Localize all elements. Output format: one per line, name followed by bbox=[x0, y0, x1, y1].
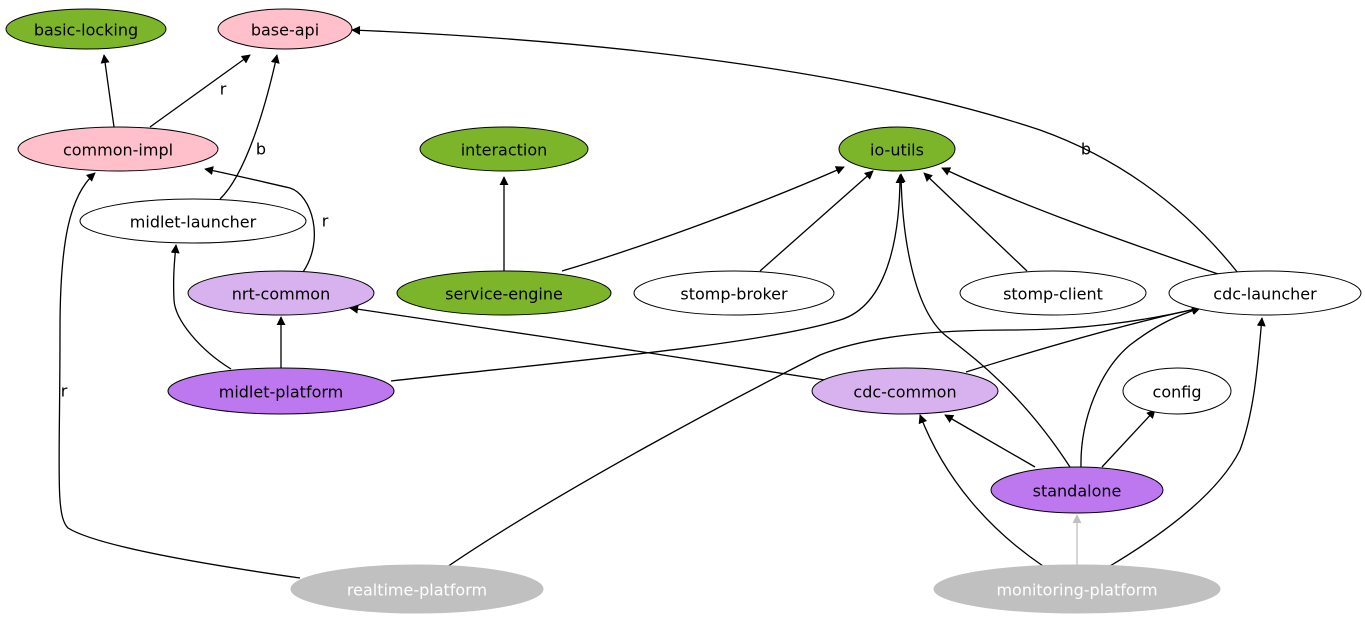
edge-cdc-launcher-to-io-utils bbox=[941, 167, 1219, 275]
edge-standalone-to-config bbox=[1101, 409, 1156, 468]
node-stomp-broker: stomp-broker bbox=[633, 270, 835, 316]
edge-service-engine-to-io-utils bbox=[561, 166, 845, 272]
node-shape bbox=[1168, 270, 1362, 316]
node-shape bbox=[811, 367, 999, 415]
edge-midlet-launcher-to-base-api bbox=[219, 54, 280, 200]
node-label: monitoring-platform bbox=[996, 581, 1157, 600]
node-stomp-client: stomp-client bbox=[959, 270, 1147, 316]
edge-stomp-client-to-io-utils bbox=[923, 172, 1028, 272]
nodes-layer: basic-locking base-api common-impl interact… bbox=[5, 8, 1362, 614]
node-shape bbox=[1122, 367, 1232, 415]
node-shape bbox=[838, 126, 956, 172]
node-label: stomp-broker bbox=[680, 285, 788, 304]
node-label: io-utils bbox=[870, 141, 924, 160]
node-basic-locking: basic-locking bbox=[5, 8, 167, 50]
edge-label: r bbox=[61, 382, 68, 401]
edge-standalone-to-io-utils bbox=[896, 173, 1071, 468]
node-shape bbox=[17, 126, 219, 172]
node-io-utils: io-utils bbox=[838, 126, 956, 172]
node-label: cdc-common bbox=[853, 383, 956, 402]
edge-stomp-broker-to-io-utils bbox=[759, 170, 874, 272]
node-shape bbox=[959, 270, 1147, 316]
edge-monitoring-platform-to-cdc-common bbox=[918, 414, 1044, 567]
edge-cdc-common-to-nrt-common bbox=[349, 304, 826, 381]
edge-standalone-to-cdc-launcher bbox=[1080, 306, 1201, 468]
node-shape bbox=[633, 270, 835, 316]
node-shape bbox=[990, 466, 1164, 514]
edge-cdc-launcher-to-base-api bbox=[351, 25, 1239, 274]
node-shape bbox=[396, 270, 612, 316]
node-midlet-launcher: midlet-launcher bbox=[79, 198, 307, 244]
node-interaction: interaction bbox=[419, 126, 589, 172]
node-monitoring-platform: monitoring-platform bbox=[933, 564, 1221, 614]
node-cdc-launcher: cdc-launcher bbox=[1168, 270, 1362, 316]
edge-monitoring-platform-to-cdc-launcher bbox=[1109, 317, 1266, 567]
node-shape bbox=[290, 564, 544, 614]
node-label: interaction bbox=[461, 141, 548, 160]
node-common-impl: common-impl bbox=[17, 126, 219, 172]
edge-common-impl-to-base-api bbox=[149, 54, 251, 128]
node-label: basic-locking bbox=[34, 21, 138, 40]
edge-realtime-platform-to-cdc-launcher bbox=[446, 305, 1201, 568]
node-cdc-common: cdc-common bbox=[811, 367, 999, 415]
node-label: base-api bbox=[251, 21, 319, 40]
node-label: nrt-common bbox=[232, 285, 330, 304]
node-shape bbox=[5, 8, 167, 50]
node-label: service-engine bbox=[445, 285, 563, 304]
edge-label: b bbox=[1081, 140, 1091, 159]
node-label: midlet-launcher bbox=[130, 213, 257, 232]
edge-cdc-common-to-cdc-launcher bbox=[965, 305, 1201, 373]
node-label: config bbox=[1153, 383, 1202, 402]
edge-label: b bbox=[256, 140, 266, 159]
node-label: stomp-client bbox=[1003, 285, 1103, 304]
edge-standalone-to-cdc-common bbox=[944, 414, 1036, 468]
node-shape bbox=[167, 367, 395, 415]
edge-midlet-platform-to-midlet-launcher bbox=[170, 244, 232, 370]
edge-midlet-platform-to-io-utils bbox=[390, 174, 905, 382]
node-label: cdc-launcher bbox=[1213, 285, 1317, 304]
node-label: standalone bbox=[1033, 482, 1122, 501]
edges-layer bbox=[58, 25, 1266, 579]
edge-nrt-common-to-common-impl bbox=[204, 166, 316, 273]
node-label: common-impl bbox=[63, 141, 173, 160]
node-label: realtime-platform bbox=[347, 581, 487, 600]
edge-realtime-platform-to-common-impl bbox=[58, 172, 301, 579]
node-shape bbox=[79, 198, 307, 244]
edge-labels-layer: r b r b r bbox=[61, 80, 1091, 401]
node-label: midlet-platform bbox=[219, 383, 344, 402]
node-nrt-common: nrt-common bbox=[187, 270, 375, 316]
node-standalone: standalone bbox=[990, 466, 1164, 514]
node-shape bbox=[419, 126, 589, 172]
node-shape bbox=[187, 270, 375, 316]
node-midlet-platform: midlet-platform bbox=[167, 367, 395, 415]
node-shape bbox=[217, 8, 353, 50]
node-base-api: base-api bbox=[217, 8, 353, 50]
edge-label: r bbox=[220, 80, 227, 99]
node-config: config bbox=[1122, 367, 1232, 415]
node-service-engine: service-engine bbox=[396, 270, 612, 316]
node-realtime-platform: realtime-platform bbox=[290, 564, 544, 614]
node-shape bbox=[933, 564, 1221, 614]
edge-common-impl-to-basic-locking bbox=[100, 54, 115, 128]
edge-label: r bbox=[322, 212, 329, 231]
